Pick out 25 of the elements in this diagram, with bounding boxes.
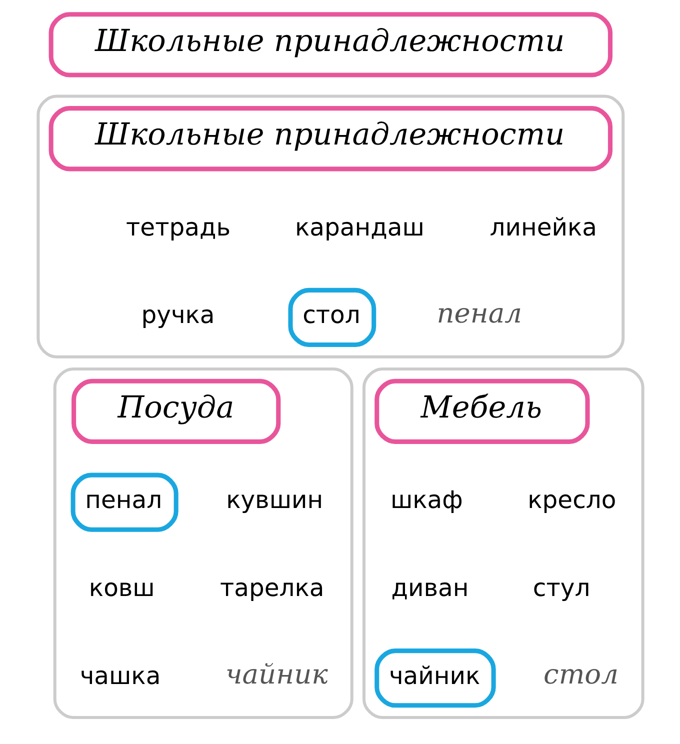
node-text: карандаш — [294, 212, 424, 242]
node-text: пенал — [436, 298, 522, 330]
cluster — [362, 367, 644, 720]
node-text: чашка — [79, 660, 160, 690]
node-box: Посуда — [71, 378, 280, 444]
node-text: стул — [532, 572, 590, 602]
node-box: чайник — [374, 648, 496, 708]
node-text: кресло — [527, 485, 616, 514]
node-text: кувшин — [226, 485, 323, 514]
node-text: ручка — [140, 300, 214, 330]
node-box: пенал — [70, 472, 178, 532]
node-text: линейка — [489, 212, 596, 242]
node-box: Школьные принадлежности — [48, 12, 612, 78]
node-text: чайник — [224, 659, 328, 690]
node-text: шкаф — [390, 485, 462, 514]
node-text: ковш — [88, 572, 154, 602]
node-box: Мебель — [374, 378, 590, 444]
node-box: стол — [288, 288, 376, 347]
node-text: тетрадь — [126, 212, 230, 242]
cluster — [36, 94, 624, 358]
cluster — [52, 367, 353, 720]
node-text: тарелка — [220, 572, 324, 602]
node-text: стол — [543, 659, 618, 690]
node-box: Школьные принадлежности — [48, 106, 612, 172]
node-text: диван — [390, 572, 468, 602]
